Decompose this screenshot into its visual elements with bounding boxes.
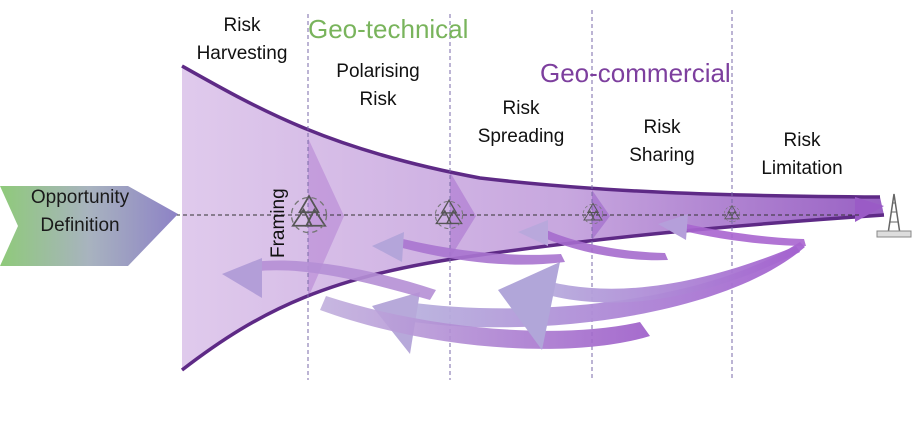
opportunity-arrow bbox=[0, 186, 178, 266]
funnel-top-edge bbox=[181, 64, 881, 199]
feedback-arrow bbox=[222, 258, 436, 300]
stage-label-risk-spreading: Risk Spreading bbox=[477, 98, 565, 147]
feedback-arrow bbox=[320, 296, 650, 349]
oil-rig-icon bbox=[876, 193, 912, 238]
feedback-arrow bbox=[372, 232, 565, 265]
framing-label: Framing bbox=[268, 188, 289, 258]
stage-label-risk-limitation: Risk Limitation bbox=[761, 130, 843, 179]
geo-commercial-label: Geo-commercial bbox=[540, 58, 731, 88]
feedback-arrow bbox=[498, 246, 800, 350]
stage-label-risk-harvesting: Risk Harvesting bbox=[196, 15, 288, 64]
geo-technical-label: Geo-technical bbox=[308, 14, 469, 44]
opportunity-definition-label: Opportunity Definition bbox=[30, 187, 130, 236]
feedback-arrow bbox=[518, 220, 668, 261]
feedback-arrow bbox=[658, 214, 806, 246]
risk-funnel bbox=[182, 66, 884, 370]
stage-label-risk-sharing: Risk Sharing bbox=[629, 117, 695, 166]
stage-label-polarising-risk: Polarising Risk bbox=[336, 61, 420, 110]
